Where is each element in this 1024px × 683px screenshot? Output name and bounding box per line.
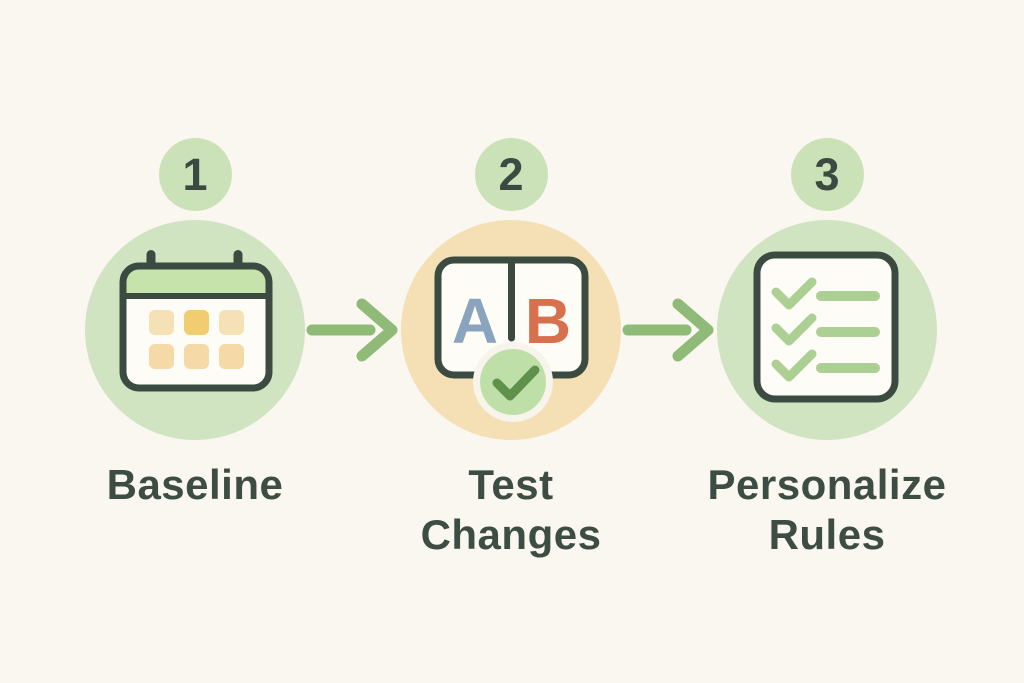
calendar-cell: [149, 310, 174, 335]
variant-a-letter: A: [452, 285, 498, 357]
checklist-check-icon: [771, 313, 817, 346]
calendar-header: [123, 266, 269, 296]
arrow-head: [672, 298, 713, 362]
calendar-cell: [219, 344, 244, 369]
ab-test-icon: A B: [434, 256, 589, 422]
step-label: Test Changes: [420, 461, 602, 558]
check-mark-icon: [492, 365, 540, 401]
step-number: 1: [182, 148, 208, 200]
calendar-cell: [149, 344, 174, 369]
arrow-right-icon: [622, 298, 713, 362]
calendar-cell: [184, 344, 209, 369]
step-test-changes: 2 A B Test Changes: [401, 138, 621, 559]
checklist-check-icon: [771, 349, 817, 382]
calendar-cell: [219, 310, 244, 335]
step-number-badge: 1: [158, 138, 232, 211]
check-circle-icon: [480, 349, 546, 415]
step-number: 3: [814, 148, 840, 200]
arrow-box: [305, 295, 401, 365]
calendar-icon: [119, 250, 273, 392]
step-label: Personalize Rules: [707, 461, 947, 558]
step-icon-circle: A B: [401, 220, 621, 440]
step-baseline: 1 Baseline: [85, 138, 305, 510]
step-personalize-rules: 3 Personalize Rules: [708, 138, 946, 559]
step-number-badge: 3: [790, 138, 864, 211]
step-label: Baseline: [106, 461, 284, 508]
step-icon-circle: [717, 220, 937, 440]
arrow-head: [356, 298, 397, 362]
checklist-icon: [753, 251, 899, 403]
calendar-outline: [119, 262, 273, 392]
step-number-badge: 2: [474, 138, 548, 211]
variant-b-letter: B: [525, 285, 571, 357]
arrow-box: [621, 295, 717, 365]
checklist-check-icon: [771, 277, 817, 310]
calendar-cell-highlight: [184, 310, 209, 335]
step-icon-circle: [85, 220, 305, 440]
step-number: 2: [498, 148, 524, 200]
arrow-right-icon: [306, 298, 397, 362]
flow-row: 1 Baseline: [85, 138, 946, 559]
